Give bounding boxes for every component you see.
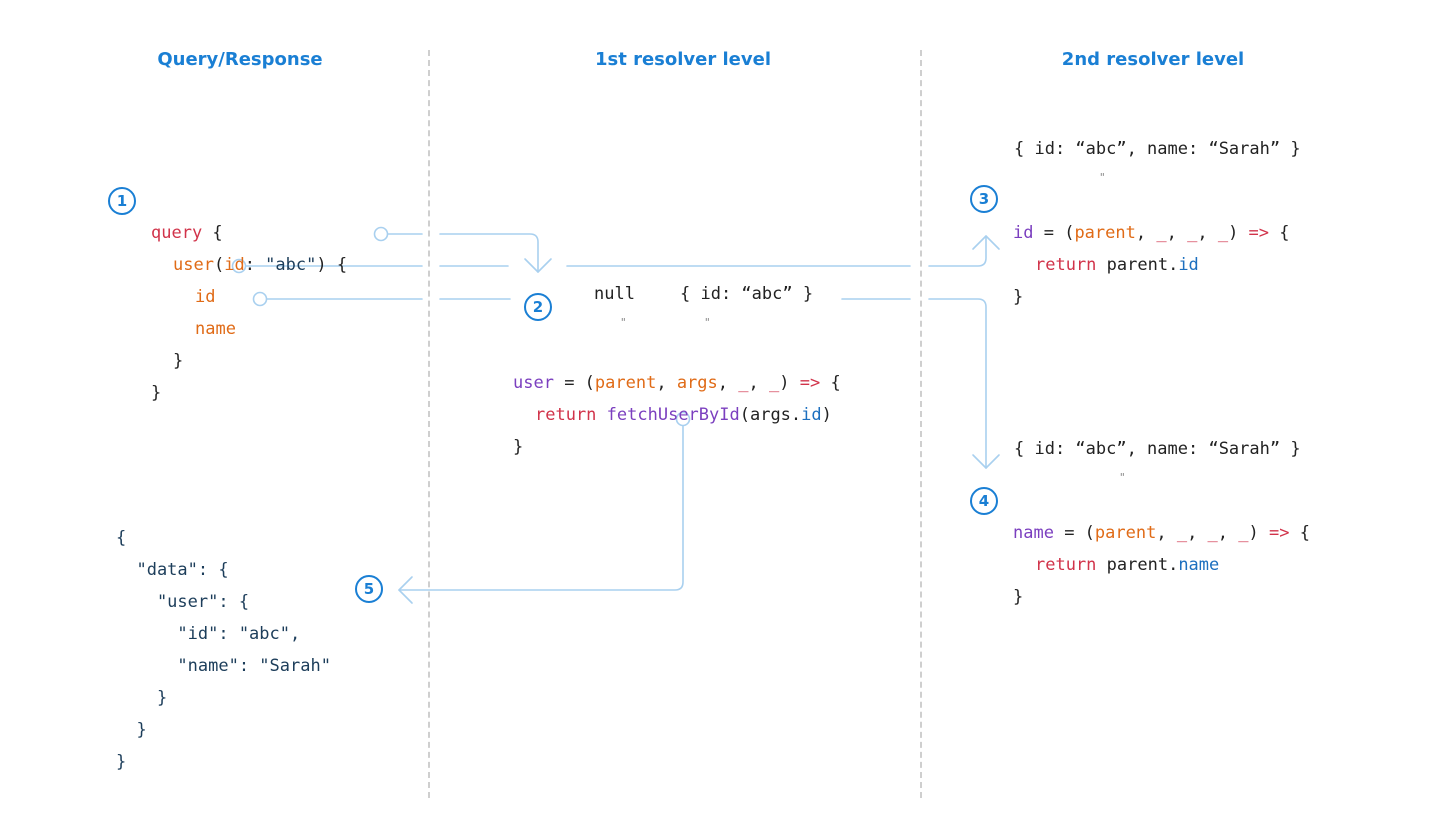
arrow-user-result-to-name-resolver (841, 298, 987, 469)
fetch-user-call: fetchUserById (606, 405, 740, 425)
column-divider (428, 50, 430, 798)
column-divider (920, 50, 922, 798)
equals-mark: " (1099, 171, 1106, 184)
response-line: { (116, 528, 127, 548)
query-field-name: name (195, 319, 236, 339)
step-badge-2: 2 (524, 293, 552, 321)
response-line: "data": { (116, 560, 229, 580)
arrowhead-left (398, 576, 413, 604)
response-line: "name": "Sarah" (116, 656, 331, 676)
column-title-second-resolver-level: 2nd resolver level (1061, 49, 1245, 70)
id-resolver-code: id = (parent, _, _, _) => {return parent… (1013, 223, 1290, 307)
query-field-id: id (195, 287, 216, 307)
response-line: } (116, 688, 168, 708)
arrowhead-down (972, 454, 1000, 469)
name-resolver-code: name = (parent, _, _, _) => {return pare… (1013, 523, 1310, 607)
arrowhead-up (972, 235, 1000, 250)
query-arg-value: "abc" (265, 255, 317, 275)
response-line: } (116, 752, 127, 772)
column-title-first-resolver-level: 1st resolver level (594, 49, 772, 70)
response-line: } (116, 720, 147, 740)
id-parent-value: { id: “abc”, name: “Sarah” } (1014, 139, 1301, 159)
query-field-user: user (173, 255, 214, 275)
resolver-name-user: user (513, 373, 554, 393)
step-badge-4: 4 (970, 487, 998, 515)
user-resolver-code: user = (parent, args, _, _) => {return f… (513, 373, 841, 457)
args-value: { id: “abc” } (680, 284, 814, 304)
arrowhead-down (524, 258, 552, 273)
name-parent-value: { id: “abc”, name: “Sarah” } (1014, 439, 1301, 459)
response-line: "id": "abc", (116, 624, 301, 644)
arrow-query-to-user-resolver (387, 233, 539, 273)
connector-dot-user (373, 226, 389, 242)
equals-mark: " (704, 316, 711, 329)
parent-value-null: null (594, 284, 635, 304)
step-badge-3: 3 (970, 185, 998, 213)
query-arg-id: id (224, 255, 245, 275)
step-badge-5: 5 (355, 575, 383, 603)
step-badge-1: 1 (108, 187, 136, 215)
resolver-name-id: id (1013, 223, 1034, 243)
response-line: "user": { (116, 592, 250, 612)
response-json: { "data": { "user": { "id": "abc", "name… (116, 490, 331, 810)
arrow-id-to-id-resolver (245, 235, 987, 267)
column-title-query-response: Query/Response (157, 49, 323, 70)
query-keyword: query (151, 223, 203, 243)
equals-mark: " (620, 316, 627, 329)
equals-mark: " (1119, 471, 1126, 484)
arrow-result-to-response (398, 425, 684, 591)
resolver-name-name: name (1013, 523, 1054, 543)
